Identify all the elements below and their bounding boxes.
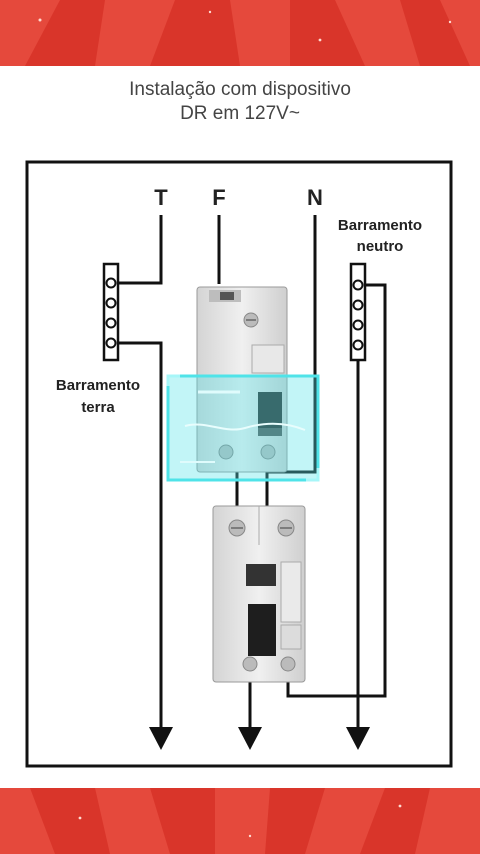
wiring-conductors <box>118 215 387 730</box>
diagram-title: Instalação com dispositivo DR em 127V~ <box>0 78 480 126</box>
bottom-decorative-band <box>0 788 480 854</box>
earth-bar-label-line2: terra <box>81 399 115 416</box>
label-earth-conductor: T <box>154 185 168 210</box>
earth-busbar <box>102 262 120 362</box>
diagram-frame <box>25 160 453 768</box>
label-neutral-conductor: N <box>307 185 323 210</box>
title-line-1: Instalação com dispositivo <box>129 79 351 100</box>
neutral-bar-label-line1: Barramento <box>338 217 422 234</box>
neutral-bar-label-line2: neutro <box>357 238 404 255</box>
label-phase-conductor: F <box>212 185 225 210</box>
earth-wire-in <box>118 215 163 285</box>
earth-bar-label-line1: Barramento <box>56 377 140 394</box>
arrow-down-icon <box>149 727 173 750</box>
arrow-down-icon <box>238 727 262 750</box>
residual-current-device-icon <box>212 505 306 683</box>
top-decorative-band <box>0 0 480 66</box>
neutral-wire-in <box>265 215 317 506</box>
highlight-overlay <box>166 374 320 482</box>
title-line-2: DR em 127V~ <box>180 103 300 124</box>
neutral-wire-to-bar <box>286 283 387 698</box>
neutral-busbar <box>349 262 367 362</box>
arrow-down-icon <box>346 727 370 750</box>
circuit-breaker-icon <box>196 286 288 473</box>
earth-wire-out <box>118 341 163 730</box>
